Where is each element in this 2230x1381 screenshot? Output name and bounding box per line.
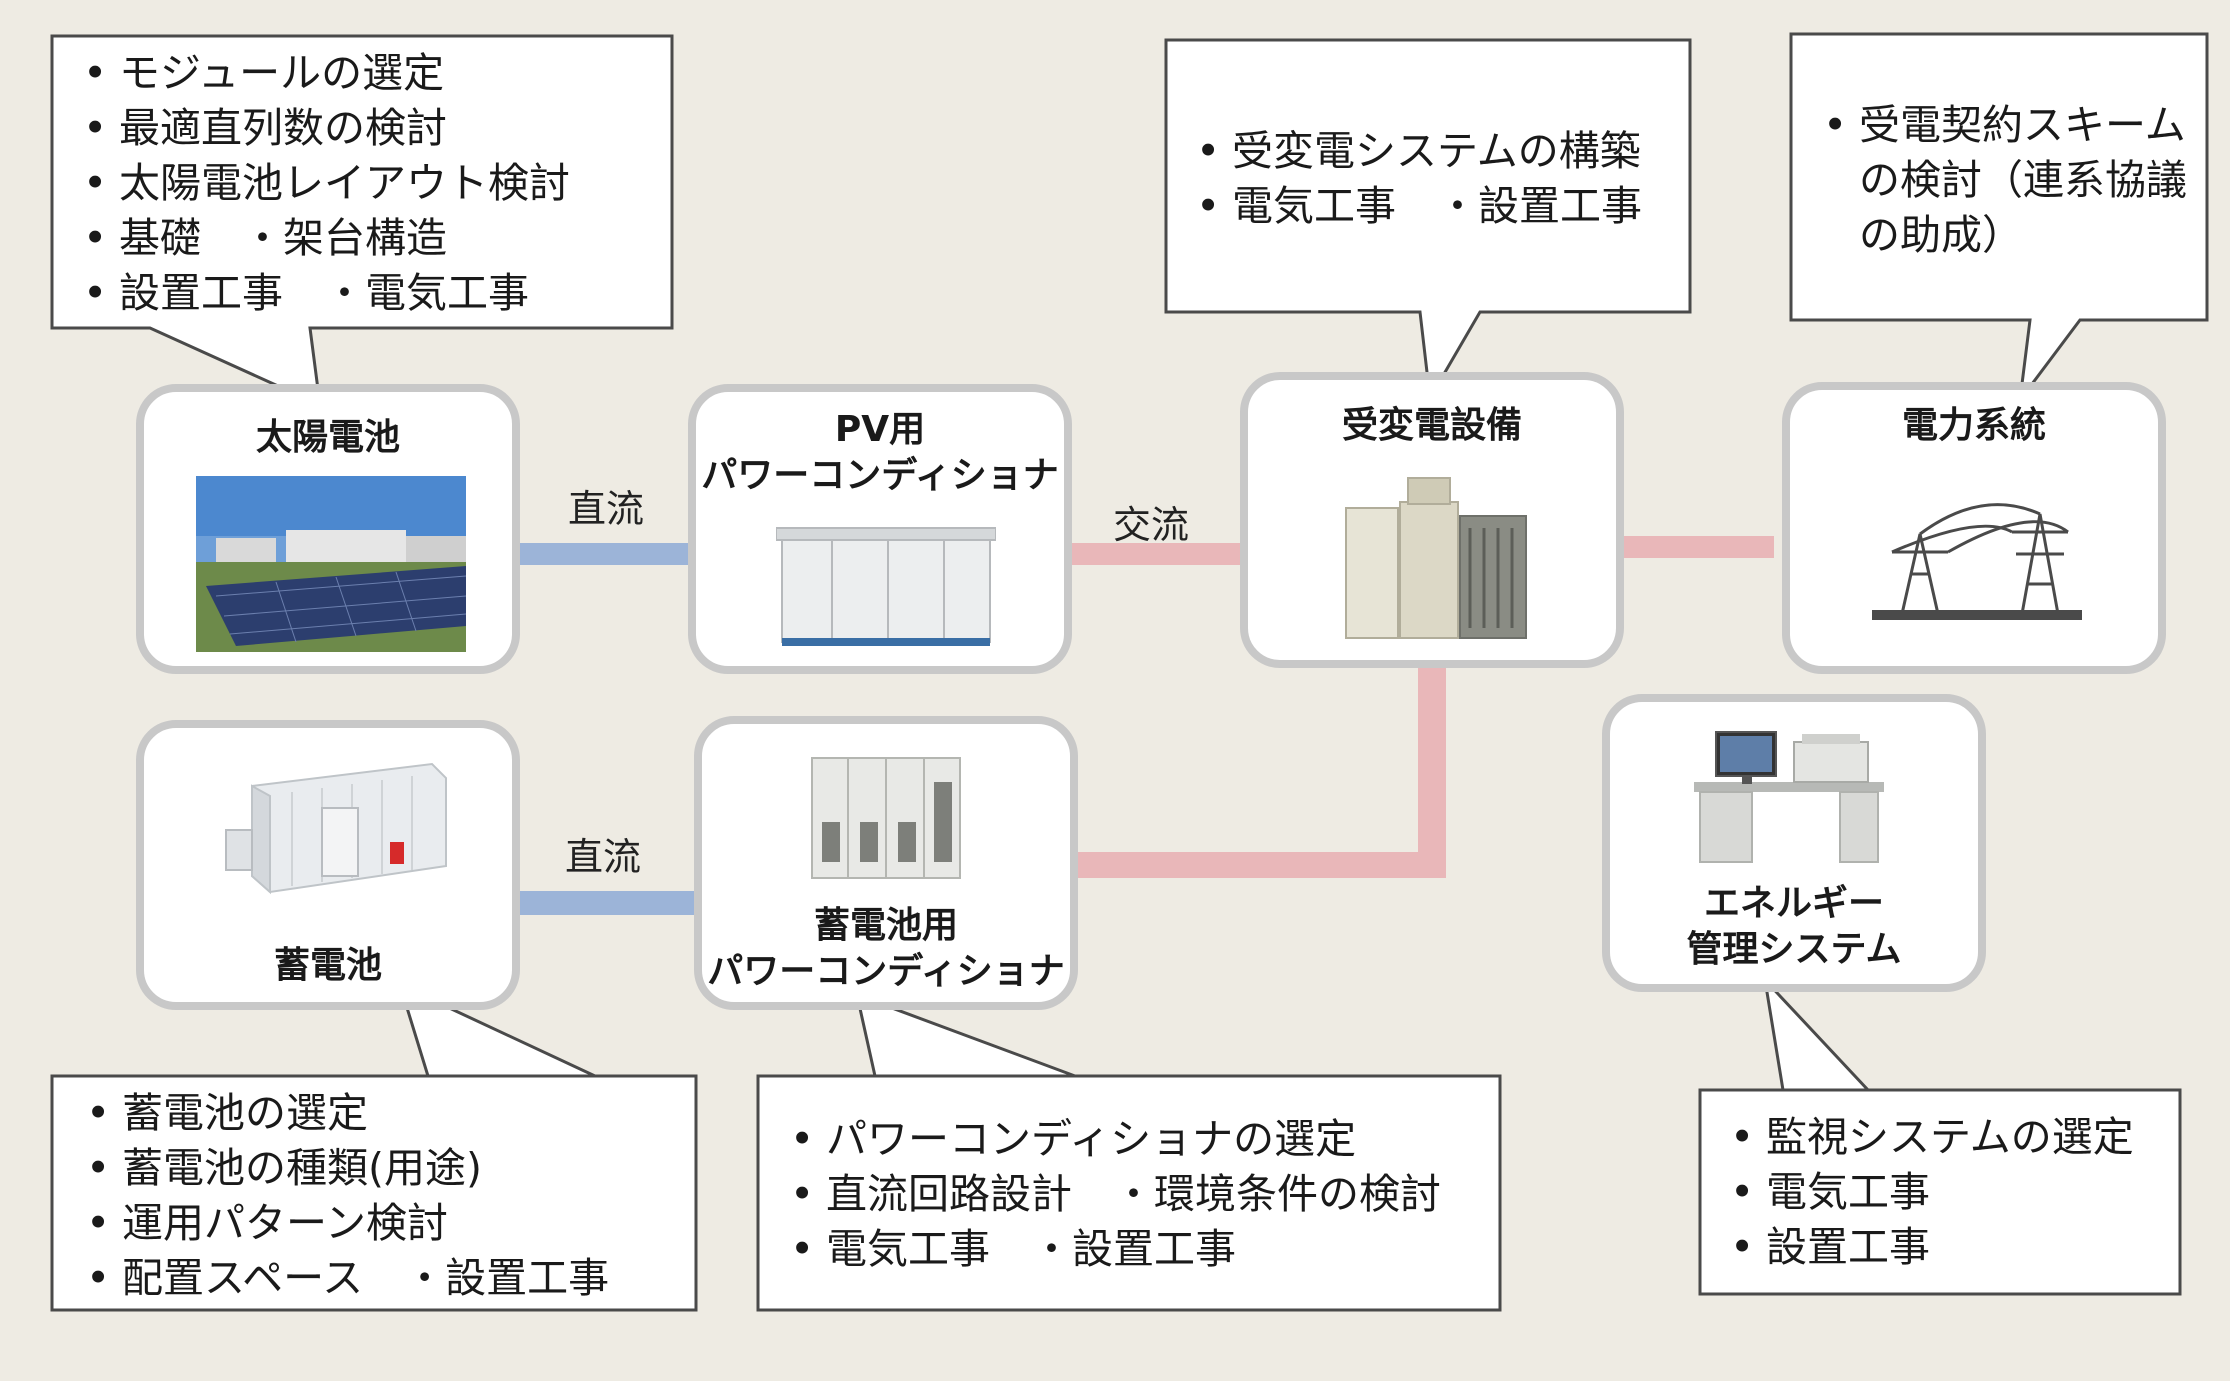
transmission-tower-icon: [1872, 503, 2082, 620]
list-item: 電気工事 ・設置工事: [1188, 179, 1642, 234]
node-title: エネルギー: [1703, 883, 1884, 924]
list-item: 電気工事: [1722, 1165, 2134, 1220]
list-item: 電気工事 ・設置工事: [782, 1222, 1441, 1277]
battery-pcs-cabinet-image: [811, 757, 961, 879]
list-item: 基礎 ・架台構造: [75, 211, 570, 266]
list-item: 配置スペース ・設置工事: [78, 1251, 609, 1306]
node-substation: 受変電設備: [1240, 372, 1624, 668]
node-title: 受変電設備: [1341, 405, 1522, 446]
node-solar: 太陽電池: [136, 384, 520, 674]
node-pv-pcs: PV用 パワーコンディショナ: [688, 384, 1072, 674]
pv-pcs-cabinet-image: [776, 527, 996, 646]
node-grid: 電力系統: [1782, 382, 2166, 674]
link-label-battery-pcs: 直流: [565, 835, 642, 879]
node-title: パワーコンディショナ: [701, 455, 1059, 496]
list-item: 蓄電池の種類(用途): [78, 1141, 609, 1196]
link-label-pv-substation: 交流: [1113, 503, 1190, 547]
list-item: 蓄電池の選定: [78, 1086, 609, 1141]
solar-panel-image: [196, 476, 466, 652]
list-item: 太陽電池レイアウト検討: [75, 156, 570, 211]
list-item: 監視システムの選定: [1722, 1110, 2134, 1165]
list-item: 受電契約スキームの検討（連系協議の助成）: [1815, 98, 2195, 263]
ac-line-to-battery-pcs: [1070, 852, 1446, 878]
ac-line-pv-substation: [1064, 543, 1248, 565]
callout-battery-list: 蓄電池の選定 蓄電池の種類(用途) 運用パターン検討 配置スペース ・設置工事: [78, 1086, 609, 1306]
ac-line-substation-down: [1418, 662, 1446, 874]
node-title: パワーコンディショナ: [707, 951, 1065, 992]
ac-line-substation-grid: [1616, 536, 1774, 558]
node-battery: 蓄電池: [136, 720, 520, 1010]
node-title: 蓄電池用: [813, 905, 958, 946]
node-title: 電力系統: [1901, 405, 2046, 446]
substation-transformer-image: [1345, 477, 1527, 639]
battery-container-image: [225, 762, 447, 895]
callout-grid-list: 受電契約スキームの検討（連系協議の助成）: [1815, 98, 2195, 263]
dc-line-solar-pv: [518, 543, 696, 565]
list-item: モジュールの選定: [75, 46, 570, 101]
list-item: 運用パターン検討: [78, 1196, 609, 1251]
node-ems: エネルギー 管理システム: [1602, 694, 1986, 992]
list-item: 設置工事: [1722, 1220, 2134, 1275]
node-title: 太陽電池: [255, 417, 400, 458]
node-title: 管理システム: [1686, 929, 1902, 970]
callout-substation-list: 受変電システムの構築 電気工事 ・設置工事: [1188, 124, 1642, 234]
list-item: 最適直列数の検討: [75, 101, 570, 156]
node-title: 蓄電池: [273, 945, 382, 986]
callout-ems-list: 監視システムの選定 電気工事 設置工事: [1722, 1110, 2134, 1275]
ems-workstation-image: [1694, 731, 1884, 863]
callout-battery-pcs-list: パワーコンディショナの選定 直流回路設計 ・環境条件の検討 電気工事 ・設置工事: [782, 1112, 1441, 1277]
list-item: 受変電システムの構築: [1188, 124, 1642, 179]
list-item: 設置工事 ・電気工事: [75, 266, 570, 321]
node-title: PV用: [834, 409, 926, 450]
dc-line-battery-pcs: [516, 891, 698, 915]
list-item: 直流回路設計 ・環境条件の検討: [782, 1167, 1441, 1222]
link-label-solar-pv: 直流: [568, 487, 645, 531]
callout-solar-list: モジュールの選定 最適直列数の検討 太陽電池レイアウト検討 基礎 ・架台構造 設…: [75, 46, 570, 321]
list-item: パワーコンディショナの選定: [782, 1112, 1441, 1167]
node-battery-pcs: 蓄電池用 パワーコンディショナ: [694, 716, 1078, 1010]
